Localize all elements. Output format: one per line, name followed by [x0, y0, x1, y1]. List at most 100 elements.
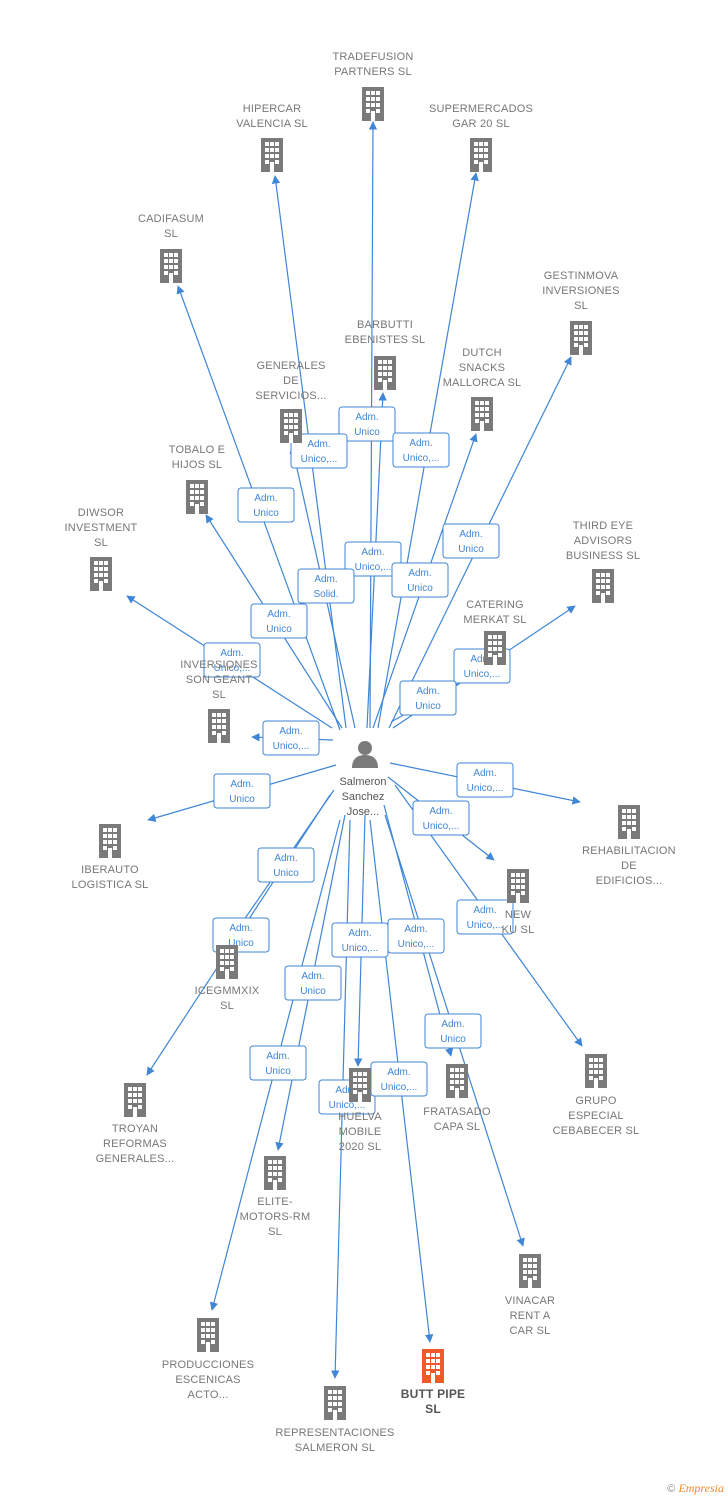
edge-label-gestinmova[interactable]: Adm.Unico [442, 523, 500, 559]
company-name-line: SUPERMERCADOS [429, 103, 533, 115]
company-name-line: VALENCIA SL [236, 118, 308, 130]
edge-label-dutch[interactable]: Adm. Unico [391, 562, 449, 598]
edge-label-text: Unico [407, 583, 433, 594]
edge-label-huelva[interactable]: Adm.Unico,... [331, 922, 389, 958]
edge-label-text: Adm. [429, 806, 452, 817]
edge-label-text: Unico,... [381, 1082, 418, 1093]
edge-label-vinacar[interactable]: Adm.Unico [424, 1013, 482, 1049]
footer-brand: © Empresia [667, 1481, 724, 1496]
building-icon [186, 480, 208, 514]
company-node-representaciones[interactable]: REPRESENTACIONES SALMERON SL [275, 1386, 394, 1454]
building-icon [618, 805, 640, 839]
company-name-line: ADVISORS [574, 535, 632, 547]
person-name-line-3: Jose... [347, 806, 379, 818]
center-person-node[interactable]: Salmeron Sanchez Jose... [339, 741, 387, 818]
company-name-line: INVERSIONES [180, 659, 257, 671]
company-name-line: GRUPO [575, 1095, 617, 1107]
edge-label-text: Unico,... [467, 783, 504, 794]
building-icon [570, 321, 592, 355]
company-name-line: CADIFASUM [138, 213, 204, 225]
edge-label-frame [262, 720, 320, 756]
company-node-generales[interactable]: GENERALESDESERVICIOS... [255, 360, 326, 443]
edge-label-catering[interactable]: Adm.Unico [399, 680, 457, 716]
edge-label-fratasado[interactable]: Adm.Unico,... [387, 918, 445, 954]
company-name-line: THIRD EYE [573, 520, 633, 532]
building-icon [507, 869, 529, 903]
company-name-line: IBERAUTO [81, 864, 139, 876]
edge-label-inversiones_son[interactable]: Adm.Unico,... [262, 720, 320, 756]
company-node-supermercados[interactable]: SUPERMERCADOS GAR 20 SL [429, 103, 533, 172]
company-name-line: GAR 20 SL [452, 118, 509, 130]
company-name-line: CEBABECER SL [553, 1125, 640, 1137]
company-name-line: REFORMAS [103, 1138, 167, 1150]
company-node-troyan[interactable]: TROYANREFORMASGENERALES... [96, 1083, 175, 1165]
edge-label-iberauto[interactable]: Adm.Unico [213, 773, 271, 809]
copyright-symbol: © [667, 1483, 676, 1495]
edge-label-hipercar[interactable]: Adm.Unico [237, 487, 295, 523]
company-name-line: SL [220, 1000, 234, 1012]
edge-label-tobalo[interactable]: Adm.Solid. [297, 568, 355, 604]
company-name-line: SALMERON SL [295, 1442, 375, 1454]
edge-label-generales[interactable]: Adm.Unico,... [290, 433, 348, 469]
edge-label-text: Adm. [361, 547, 384, 558]
edge-label-text: Adm. [387, 1067, 410, 1078]
building-icon [197, 1318, 219, 1352]
company-node-rehabilitacion[interactable]: REHABILITACIONDEEDIFICIOS... [582, 805, 676, 887]
edge-label-supermercados[interactable]: Adm.Unico,... [392, 432, 450, 468]
edge-label-barbutti[interactable]: Adm.Unico,... [344, 541, 402, 577]
company-name-line: CATERING [466, 599, 524, 611]
company-name-line: HUELVA [338, 1111, 382, 1123]
person-name-line-2: Sanchez [342, 791, 385, 803]
edge-label-troyan[interactable]: Adm.Unico [212, 917, 270, 953]
edge-label-cadifasum[interactable]: Adm.Unico [250, 603, 308, 639]
edge-label-producciones[interactable]: Adm.Unico [249, 1045, 307, 1081]
edge-label-text: Adm. [408, 568, 431, 579]
company-name-line: ELITE- [257, 1196, 293, 1208]
edge-label-elite[interactable]: Adm.Unico [284, 965, 342, 1001]
company-name-line: GENERALES... [96, 1153, 175, 1165]
edge-label-rehabilitacion[interactable]: Adm.Unico,... [456, 762, 514, 798]
edge-label-text: Unico [265, 1066, 291, 1077]
company-node-producciones[interactable]: PRODUCCIONESESCENICASACTO... [162, 1318, 254, 1401]
edge-label-text: Unico,... [301, 454, 338, 465]
edge-label-buttpipe[interactable]: Adm. Unico,... [370, 1061, 428, 1097]
company-name-line: SL [268, 1226, 282, 1238]
building-icon [519, 1254, 541, 1288]
company-name-line: TOBALO E [169, 444, 225, 456]
edge-label-text: Unico [253, 508, 279, 519]
company-name-line: REPRESENTACIONES [275, 1427, 394, 1439]
company-name-line: ACTO... [188, 1389, 229, 1401]
company-name-line: BUSINESS SL [566, 550, 640, 562]
edge-label-diwsor[interactable]: Adm.Unico,... [203, 642, 261, 678]
edge-label-icegmmxix[interactable]: Adm.Unico [257, 847, 315, 883]
edge-label-newku[interactable]: Adm.Unico,... [412, 800, 470, 836]
company-name-line: CAR SL [510, 1325, 551, 1337]
edge-label-text: Adm. [220, 648, 243, 659]
brand-name[interactable]: Empresia [678, 1481, 724, 1495]
edge-label-frame [392, 432, 450, 468]
edge-label-grupo[interactable]: Adm.Unico,... [456, 899, 514, 935]
building-icon [422, 1349, 444, 1383]
edge-label-tradefusion[interactable]: Adm.Unico [338, 406, 396, 442]
company-node-thirdeye[interactable]: THIRD EYE ADVISORS BUSINESS SL [566, 520, 640, 603]
building-icon [216, 945, 238, 979]
